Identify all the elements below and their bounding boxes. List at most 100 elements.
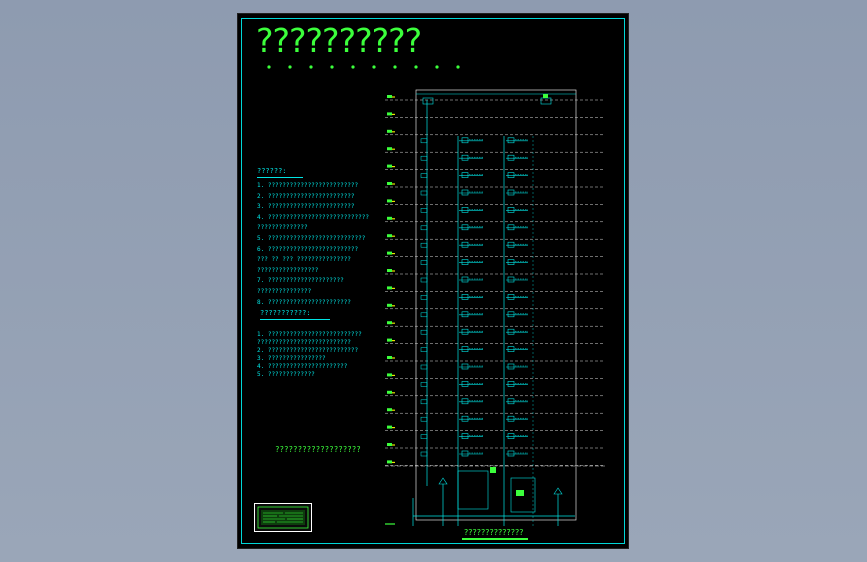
unit-box — [461, 154, 469, 161]
unit-box-b — [507, 294, 515, 300]
notes1-line: ????????????????? — [257, 266, 319, 274]
notes2-heading-underline — [260, 319, 330, 320]
top-equipment-right — [540, 97, 552, 105]
drawing-title: ?????????? — [256, 21, 422, 60]
meter-indicator — [516, 490, 524, 496]
notes1-line: ?????????????? — [257, 224, 308, 232]
unit-box — [461, 450, 469, 457]
notes1-heading: ??????: — [257, 167, 287, 175]
top-equipment-left — [422, 97, 434, 105]
floor-level-mark — [387, 164, 392, 168]
unit-box — [461, 346, 469, 352]
unit-box — [461, 137, 469, 144]
unit-box — [461, 311, 469, 318]
floor-level-mark — [387, 303, 392, 307]
floor-level-mark — [387, 408, 392, 412]
unit-box-b — [507, 346, 515, 352]
floor-tag — [420, 364, 428, 370]
unit-box-b — [507, 189, 515, 196]
floor-tag — [420, 277, 428, 283]
unit-box-b — [507, 311, 515, 318]
unit-box-b — [507, 381, 515, 387]
floor-tag — [420, 295, 428, 300]
floor-level-mark — [387, 390, 392, 394]
unit-box — [461, 415, 469, 422]
unit-box-b — [507, 259, 515, 265]
unit-box — [461, 189, 469, 196]
unit-box — [461, 276, 469, 283]
floor-level-mark — [387, 251, 392, 255]
floor-tag — [420, 208, 428, 213]
bottom-caption: ?????????????? — [464, 528, 524, 537]
unit-box — [461, 294, 469, 300]
notes2-line: 4. ?????????????????????? — [257, 363, 348, 370]
unit-box — [461, 433, 469, 439]
unit-box-b — [507, 207, 515, 213]
floor-level-mark — [387, 321, 392, 325]
floor-level-mark — [387, 129, 392, 133]
floor-tag — [420, 225, 428, 231]
floor-level-mark — [387, 425, 392, 429]
notes1-line: 8. ??????????????????????? — [257, 298, 351, 306]
floor-level-mark — [387, 269, 392, 272]
drawing-sheet: ?????????? ??????: 1. ??????????????????… — [237, 13, 629, 549]
floor-tag — [420, 416, 428, 422]
riser-diagram — [385, 89, 605, 526]
unit-box — [461, 363, 469, 370]
floor-tag — [420, 260, 428, 265]
floor-level-mark — [387, 216, 392, 220]
antenna-symbol-1 — [438, 477, 448, 485]
notes2-line: ?????????????????????????? — [257, 339, 351, 346]
unit-box-b — [507, 433, 515, 439]
floor-tag — [420, 312, 428, 318]
notes2-line: 5. ????????????? — [257, 371, 315, 378]
unit-box-b — [507, 241, 515, 248]
notes1-line: 5. ??????????????????????????? — [257, 235, 366, 242]
notes1-line: 3. ???????????????????????? — [257, 203, 355, 211]
floor-level-mark — [387, 443, 392, 446]
floor-tag — [420, 242, 428, 248]
unit-box — [461, 241, 469, 248]
floor-tag — [420, 434, 428, 439]
title-underline-marks — [267, 65, 460, 69]
stamp-graphic — [257, 506, 309, 529]
unit-box — [461, 172, 469, 178]
unit-box-b — [507, 450, 515, 457]
unit-box — [461, 398, 469, 405]
notes2-line: 3. ???????????????? — [257, 355, 326, 362]
unit-box-b — [507, 172, 515, 178]
notes2-line: 1. ?????????????????????????? — [257, 331, 362, 338]
floor-tag — [420, 173, 428, 178]
building-outline — [415, 89, 577, 521]
notes1-heading-underline — [257, 177, 303, 178]
floor-level-mark — [387, 199, 392, 203]
unit-box-b — [507, 328, 515, 335]
unit-box — [461, 328, 469, 335]
unit-box — [461, 381, 469, 387]
floor-level-mark — [387, 234, 392, 238]
floor-tag — [420, 190, 428, 196]
notes1-line: 2. ???????????????????????? — [257, 192, 355, 200]
notes1-line: 6. ????????????????????????? — [257, 245, 359, 253]
unit-box-b — [507, 276, 515, 283]
unit-box-b — [507, 363, 515, 370]
floor-level-mark — [387, 373, 392, 377]
drawing-frame — [241, 18, 625, 544]
notes1-line: ??? ?? ??? ??????????????? — [257, 256, 351, 264]
floor-level-mark — [387, 286, 392, 290]
floor-tag — [420, 382, 428, 387]
floor-tag — [420, 155, 428, 161]
top-equipment-mark — [543, 94, 548, 98]
floor-tag — [420, 399, 428, 405]
title-block-stamp — [254, 503, 312, 532]
main-panel — [457, 470, 489, 510]
floor-tag — [420, 451, 428, 457]
unit-box-b — [507, 137, 515, 144]
meter-panel — [510, 477, 536, 513]
floor-level-mark — [387, 147, 392, 151]
mid-caption: ??????????????????? — [275, 445, 361, 454]
notes2-heading: ???????????: — [260, 309, 311, 317]
unit-box-b — [507, 415, 515, 422]
floor-level-mark — [387, 112, 392, 116]
floor-level-mark — [387, 338, 392, 342]
